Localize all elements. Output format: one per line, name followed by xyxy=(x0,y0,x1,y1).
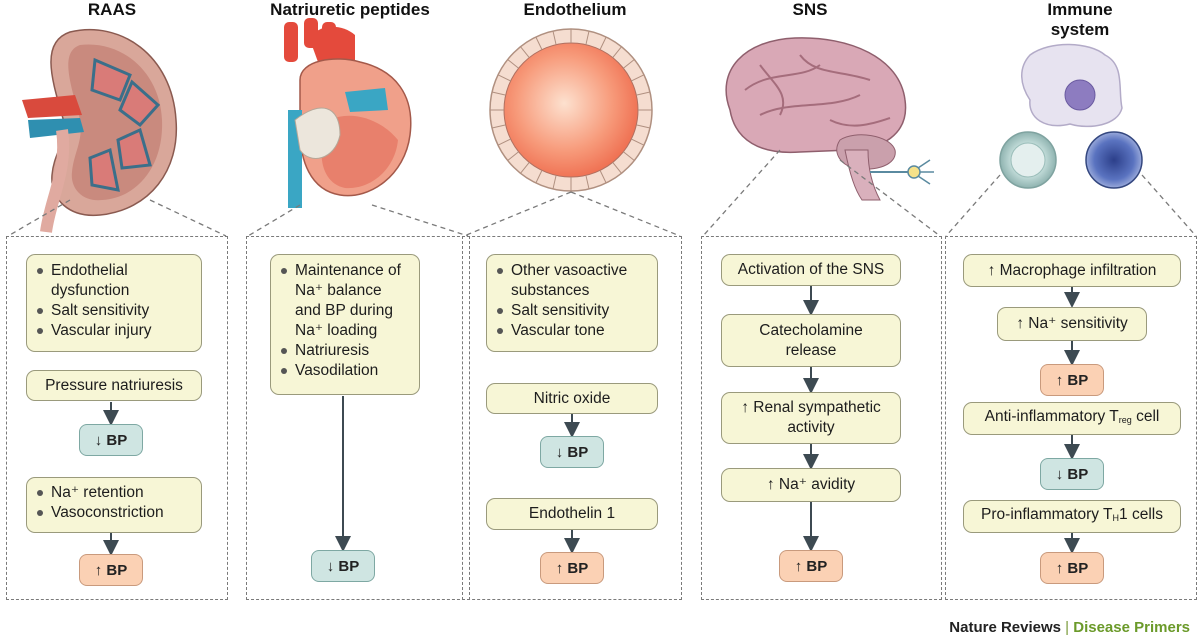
flow-arrows xyxy=(103,286,1080,556)
endothelial-cell-border xyxy=(599,36,607,50)
nitric-oxide-box: Nitric oxide xyxy=(486,383,658,414)
endothelium-bp-increase-box: ↑ BP xyxy=(540,552,604,584)
endothelial-cell-border xyxy=(623,151,635,161)
macrophage-infiltration-box: ↑ Macrophage infiltration xyxy=(963,254,1181,287)
sns-bp-increase-box: ↑ BP xyxy=(779,550,843,582)
bullet-item: Vascular injury xyxy=(35,321,193,341)
endothelial-cell-border xyxy=(535,170,543,184)
bullet-item: Vasodilation xyxy=(279,361,411,381)
panel-natriuretic-peptides xyxy=(246,236,470,600)
endothelial-cell-border xyxy=(636,124,651,129)
panel-sns xyxy=(701,236,942,600)
series-name: Disease Primers xyxy=(1073,619,1190,636)
journal-footer: Nature Reviews | Disease Primers xyxy=(949,619,1190,636)
immune-cells-illustration xyxy=(999,43,1143,189)
column-title-immune-line2: system xyxy=(1050,20,1110,39)
raas-pressure-natriuresis-box: Pressure natriuresis xyxy=(26,370,202,401)
bullet-item: Vascular tone xyxy=(495,321,649,341)
endothelial-cell-border xyxy=(631,138,645,146)
pro-inflammatory-th1-text: Pro-inflammatory TH1 cells xyxy=(981,506,1163,523)
endothelial-cell-border xyxy=(636,91,651,96)
endothelial-cell-border xyxy=(585,175,590,190)
pro-inflammatory-th1-box: Pro-inflammatory TH1 cells xyxy=(963,500,1181,533)
endothelial-cell-border xyxy=(497,74,511,82)
endothelial-cell-border xyxy=(497,138,511,146)
endothelial-cell-border xyxy=(585,30,590,45)
na-avidity-box: ↑ Na⁺ avidity xyxy=(721,468,901,502)
natriuretic-bp-decrease-box: ↓ BP xyxy=(311,550,375,582)
endothelin-1-box: Endothelin 1 xyxy=(486,498,658,530)
raas-bp-decrease-box: ↓ BP xyxy=(79,424,143,456)
bullet-item: Endothelial dysfunction xyxy=(35,261,193,301)
panel-raas xyxy=(6,236,228,600)
bullet-item: Maintenance of Na⁺ balance and BP during… xyxy=(279,261,411,341)
column-title-natriuretic-peptides: Natriuretic peptides xyxy=(270,0,430,19)
endothelial-cell-border xyxy=(491,124,506,129)
anti-inflammatory-treg-box: Anti-inflammatory Treg cell xyxy=(963,402,1181,435)
vessel-cross-section-illustration xyxy=(489,28,653,192)
immune-bp-increase-box-1: ↑ BP xyxy=(1040,364,1104,396)
sns-activation-box: Activation of the SNS xyxy=(721,254,901,286)
bullet-item: Other vasoactive substances xyxy=(495,261,649,301)
endothelial-cell-border xyxy=(552,30,557,45)
zoom-lines xyxy=(7,149,1197,237)
kidney-illustration xyxy=(22,28,178,233)
endothelial-cell-border xyxy=(507,151,519,161)
renal-sympathetic-activity-box: ↑ Renal sympathetic activity xyxy=(721,392,901,444)
natriuretic-effects-list: Maintenance of Na⁺ balance and BP during… xyxy=(279,261,411,381)
bullet-item: Salt sensitivity xyxy=(35,301,193,321)
endothelial-cell-border xyxy=(623,59,635,69)
column-title-raas: RAAS xyxy=(87,0,137,19)
endothelial-cell-border xyxy=(507,59,519,69)
column-title-immune-line1: Immune xyxy=(1047,0,1113,19)
immune-bp-increase-box-2: ↑ BP xyxy=(1040,552,1104,584)
endothelial-cell-border xyxy=(612,46,622,58)
endothelial-cell-border xyxy=(612,162,622,174)
raas-bp-increase-box: ↑ BP xyxy=(79,554,143,586)
immune-bp-decrease-box: ↓ BP xyxy=(1040,458,1104,490)
column-title-immune-system: Immune system xyxy=(1030,0,1130,40)
endothelial-cell-border xyxy=(599,170,607,184)
footer-separator: | xyxy=(1061,619,1074,636)
journal-name: Nature Reviews xyxy=(949,619,1062,636)
natriuretic-effects-box: Maintenance of Na⁺ balance and BP during… xyxy=(270,254,420,395)
endothelial-cell-border xyxy=(520,46,530,58)
endothelial-cell-border xyxy=(520,162,530,174)
endothelial-cell-border xyxy=(552,175,557,190)
catecholamine-release-box: Catecholamine release xyxy=(721,314,901,367)
endothelial-cell-border xyxy=(631,74,645,82)
endothelial-cell-border xyxy=(535,36,543,50)
bullet-item: Natriuresis xyxy=(279,341,411,361)
heart-illustration xyxy=(284,18,412,208)
endothelium-bp-decrease-box: ↓ BP xyxy=(540,436,604,468)
bullet-item: Vasoconstriction xyxy=(35,503,193,523)
endothelial-cell-border xyxy=(491,91,506,96)
bullet-item: Salt sensitivity xyxy=(495,301,649,321)
bullet-item: Na⁺ retention xyxy=(35,483,193,503)
panel-immune-system xyxy=(945,236,1197,600)
panel-endothelium xyxy=(462,236,682,600)
anti-inflammatory-treg-text: Anti-inflammatory Treg cell xyxy=(984,408,1160,425)
na-sensitivity-box: ↑ Na⁺ sensitivity xyxy=(997,307,1147,341)
column-title-endothelium: Endothelium xyxy=(523,0,627,19)
brain-illustration xyxy=(725,37,934,201)
column-title-sns: SNS xyxy=(792,0,828,19)
